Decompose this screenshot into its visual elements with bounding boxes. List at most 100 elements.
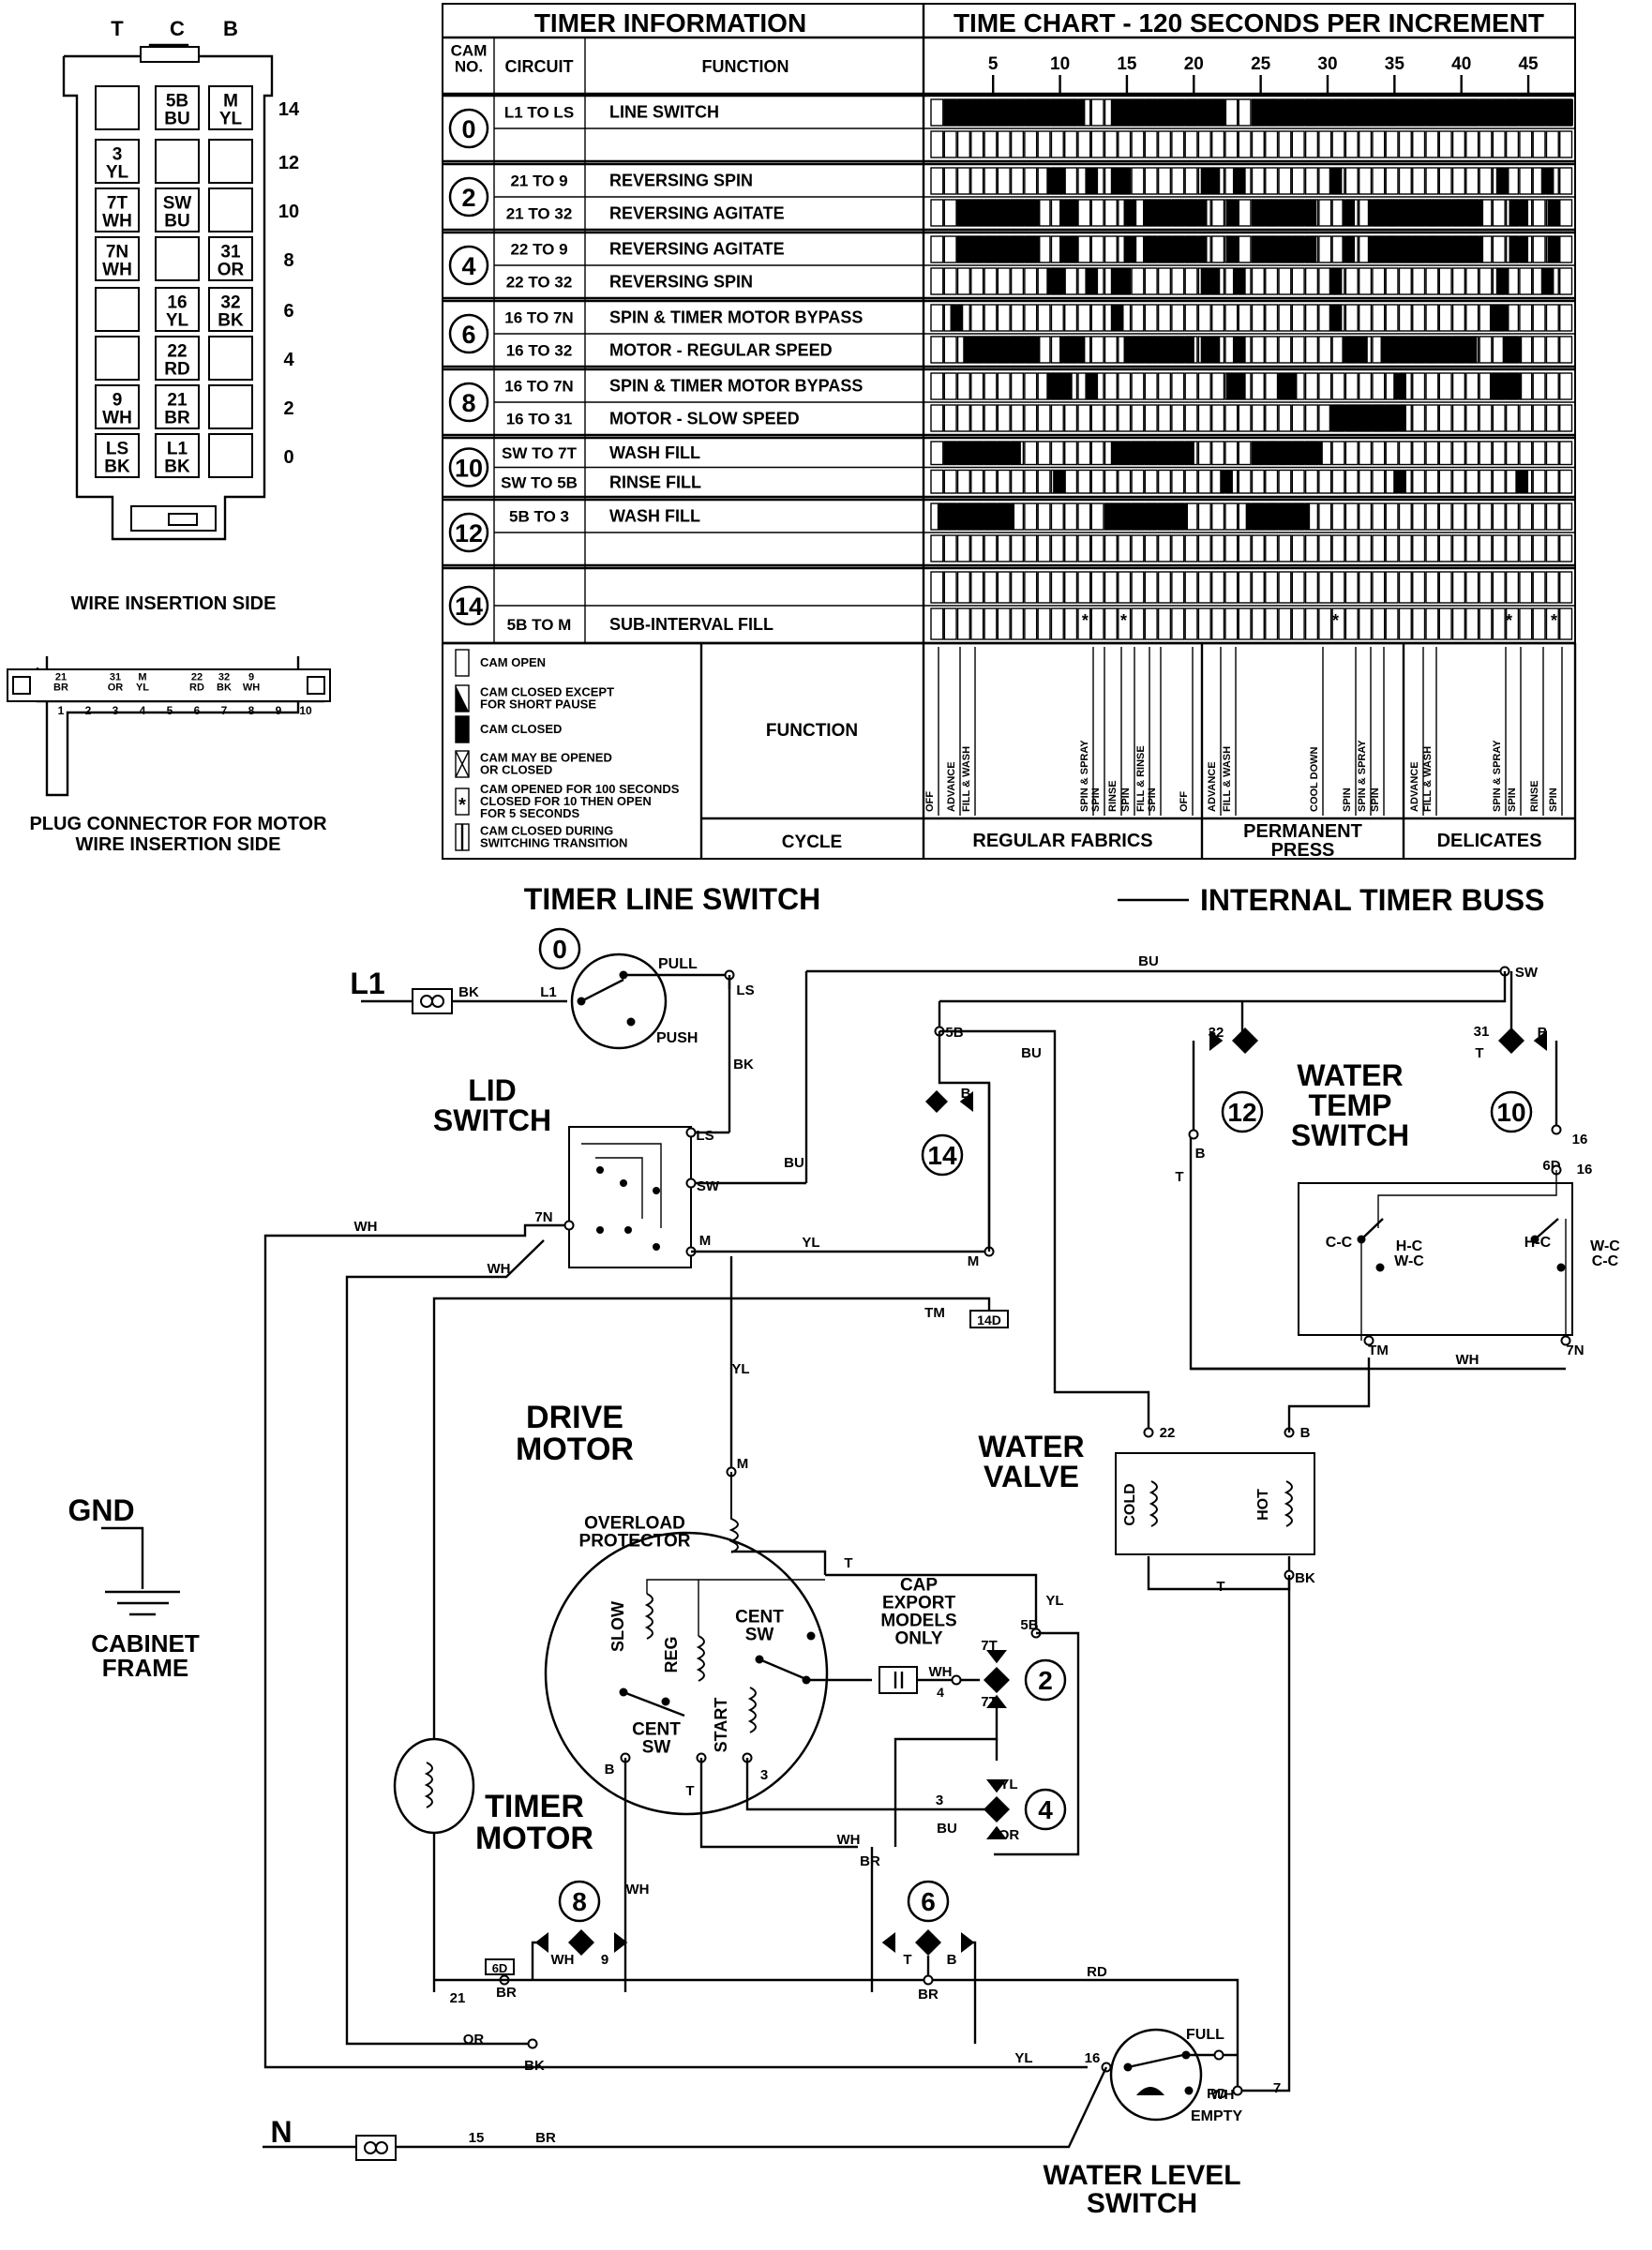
junction-dot: [653, 1187, 660, 1194]
time-tick-label: 30: [1317, 54, 1337, 74]
time-cell: [1304, 167, 1319, 195]
connector-cavity: [208, 188, 253, 232]
label-line: OR CLOSED: [480, 763, 552, 777]
time-cell: [1291, 534, 1305, 562]
connector-outline: [62, 43, 274, 541]
connector-cavity: [155, 336, 200, 381]
time-cell: [1090, 571, 1104, 604]
terminal: [1232, 2085, 1243, 2096]
time-cell: [1064, 130, 1078, 158]
time-cell: [1532, 199, 1546, 227]
wire-label: 7N: [1566, 1342, 1584, 1358]
time-cell: [1465, 130, 1479, 158]
time-cell: [1050, 304, 1064, 332]
time-cell: [1197, 534, 1211, 562]
time-cell: [1318, 235, 1332, 263]
time-cell: [1251, 267, 1265, 295]
cycle-name: REGULAR FABRICS: [972, 831, 1152, 851]
time-cell: [1024, 534, 1038, 562]
time-cell: [1532, 235, 1546, 263]
time-cell: [1559, 469, 1573, 494]
label-line: TEMP: [1309, 1088, 1392, 1122]
wire-label: OR: [999, 1827, 1020, 1843]
time-cell: [970, 372, 984, 400]
wire-label: 16: [1577, 1162, 1593, 1178]
connector-cavity: [208, 85, 253, 130]
wire-label: B: [1538, 1025, 1548, 1041]
cam-closed-span: [1200, 168, 1221, 194]
cam-closed-span: [963, 337, 1041, 363]
label-line: FOR SHORT PAUSE: [480, 698, 596, 712]
time-cell: [1171, 130, 1185, 158]
label-line: CENT: [735, 1608, 784, 1628]
time-cell: [1210, 235, 1225, 263]
time-cell: [1118, 571, 1132, 604]
cam-closed-span: [1502, 337, 1523, 363]
sub-interval-mark: *: [1506, 611, 1512, 630]
cam-closed-span: [1123, 337, 1194, 363]
label-line: DRIVE: [526, 1400, 623, 1435]
time-cell: [1197, 372, 1211, 400]
time-cell: [1157, 130, 1172, 158]
junction-dot: [626, 1017, 636, 1027]
cam-number: 12: [455, 519, 483, 548]
time-cell: [1265, 469, 1279, 494]
label-line: C-C: [1592, 1253, 1619, 1269]
time-cell: [970, 469, 984, 494]
wire-label: 16: [1572, 1132, 1588, 1148]
time-cell: [1344, 304, 1359, 332]
label-line: BK: [218, 311, 244, 331]
label-line: BU: [164, 212, 189, 232]
time-cell: [1545, 441, 1559, 466]
time-cell: [943, 571, 957, 604]
time-cell: [1331, 608, 1345, 640]
cam-contact-diamond: [1232, 1028, 1258, 1054]
time-cell: [1037, 304, 1051, 332]
time-cell: [1024, 404, 1038, 432]
wire-label: WH: [1456, 1352, 1479, 1368]
time-cell: [930, 267, 944, 295]
time-cell: [1465, 441, 1479, 466]
label-line: CAM MAY BE OPENED: [480, 751, 612, 765]
cam-closed-span: [937, 503, 1015, 530]
cavity-row-number: 8: [283, 250, 293, 271]
time-cell: [1465, 534, 1479, 562]
label-line: 32: [220, 293, 240, 313]
time-cell: [1010, 267, 1025, 295]
cam-number-circle: [448, 313, 489, 354]
time-cell: [1304, 130, 1319, 158]
label-line: 22: [167, 342, 187, 362]
junction-dot: [653, 1243, 660, 1251]
time-cell: [1090, 404, 1104, 432]
cam-closed-span: [1495, 268, 1509, 294]
time-cell: [1251, 534, 1265, 562]
time-cell: [1265, 534, 1279, 562]
time-cell: [1064, 441, 1078, 466]
time-cell: [1104, 235, 1118, 263]
label-line: H-C: [1396, 1238, 1423, 1254]
time-cell: [1144, 534, 1158, 562]
time-cell: [984, 130, 998, 158]
slow-winding-label: SLOW: [608, 1601, 627, 1652]
time-cell: [1157, 571, 1172, 604]
time-cell: [1131, 304, 1145, 332]
cam-closed-span: [1085, 168, 1099, 194]
cavity-row-number: 4: [283, 350, 294, 370]
time-cell: [1104, 608, 1118, 640]
wire-label: WH: [551, 1952, 575, 1968]
time-cell: [1425, 304, 1439, 332]
label-line: SW: [642, 1738, 671, 1758]
time-cell: [1479, 608, 1493, 640]
time-cell: [1304, 267, 1319, 295]
label-line: YL: [219, 110, 243, 129]
wire-label: B: [605, 1762, 615, 1778]
cam-number: 14: [455, 592, 483, 621]
n-label: N: [270, 2115, 292, 2149]
cold-solenoid: [1149, 1480, 1158, 1527]
legend-symbol-fill: [456, 685, 469, 712]
column-label: T: [111, 17, 124, 40]
